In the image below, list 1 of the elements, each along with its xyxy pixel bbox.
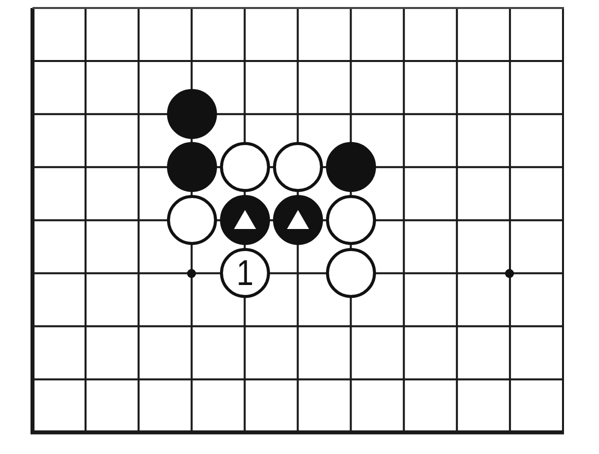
move-number: 1 — [236, 255, 254, 292]
